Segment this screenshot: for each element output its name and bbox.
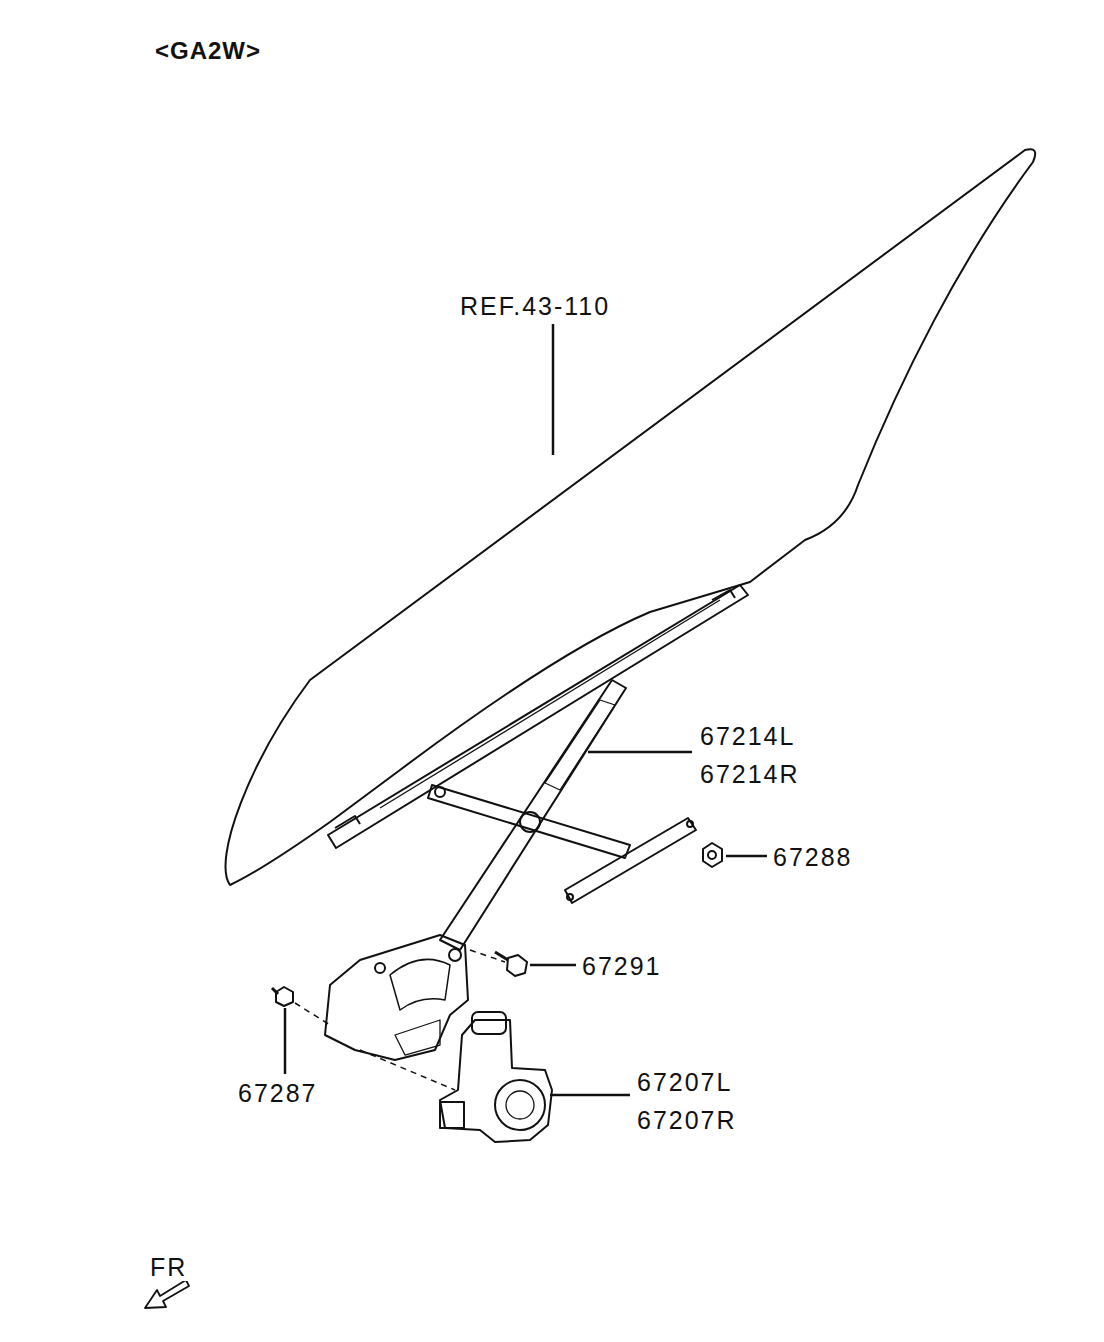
pivot bbox=[449, 949, 461, 961]
leader-line bbox=[726, 855, 767, 858]
front-arrow bbox=[145, 1280, 189, 1308]
hole bbox=[567, 894, 573, 900]
leader-line bbox=[588, 751, 692, 754]
diagram-title: <GA2W> bbox=[153, 38, 263, 64]
pivot bbox=[520, 812, 540, 832]
alignment-line bbox=[295, 1003, 330, 1025]
leader-line bbox=[552, 324, 555, 455]
screw bbox=[276, 987, 293, 1006]
lower-rail bbox=[565, 818, 696, 903]
glass-rail bbox=[380, 600, 720, 808]
part-number: 67214L bbox=[698, 723, 797, 750]
hole bbox=[687, 821, 693, 827]
window-motor bbox=[472, 1012, 506, 1034]
part-number: 67214R bbox=[698, 761, 802, 788]
alignment-line bbox=[360, 1050, 455, 1090]
nut bbox=[708, 851, 716, 859]
part-number: 67207L bbox=[635, 1069, 734, 1096]
connector bbox=[440, 1102, 464, 1128]
part-number: 67207R bbox=[635, 1107, 739, 1134]
leader-line bbox=[530, 964, 576, 967]
part-number: 67291 bbox=[580, 953, 664, 980]
direction-label: FR bbox=[148, 1254, 189, 1281]
door-glass bbox=[226, 149, 1036, 885]
bolt bbox=[507, 955, 527, 976]
glass-rail bbox=[335, 590, 735, 828]
nut bbox=[703, 843, 722, 867]
leader-line bbox=[550, 1094, 630, 1097]
regulator-base bbox=[325, 935, 468, 1060]
screw bbox=[272, 988, 278, 994]
leader-line bbox=[284, 1008, 287, 1074]
glass-rail bbox=[328, 585, 748, 848]
reference-label: REF.43-110 bbox=[458, 293, 612, 320]
bolt bbox=[495, 952, 508, 960]
motor-gear bbox=[495, 1080, 545, 1130]
gear-sector bbox=[390, 959, 450, 1010]
part-number: 67288 bbox=[771, 844, 855, 871]
pivot bbox=[375, 963, 385, 973]
pivot bbox=[435, 787, 445, 797]
regulator-arm bbox=[545, 700, 615, 790]
regulator-arm bbox=[428, 785, 630, 858]
part-number: 67287 bbox=[236, 1080, 320, 1107]
gear-sector bbox=[395, 1020, 440, 1055]
window-motor bbox=[440, 1020, 552, 1142]
motor-gear bbox=[506, 1091, 534, 1119]
